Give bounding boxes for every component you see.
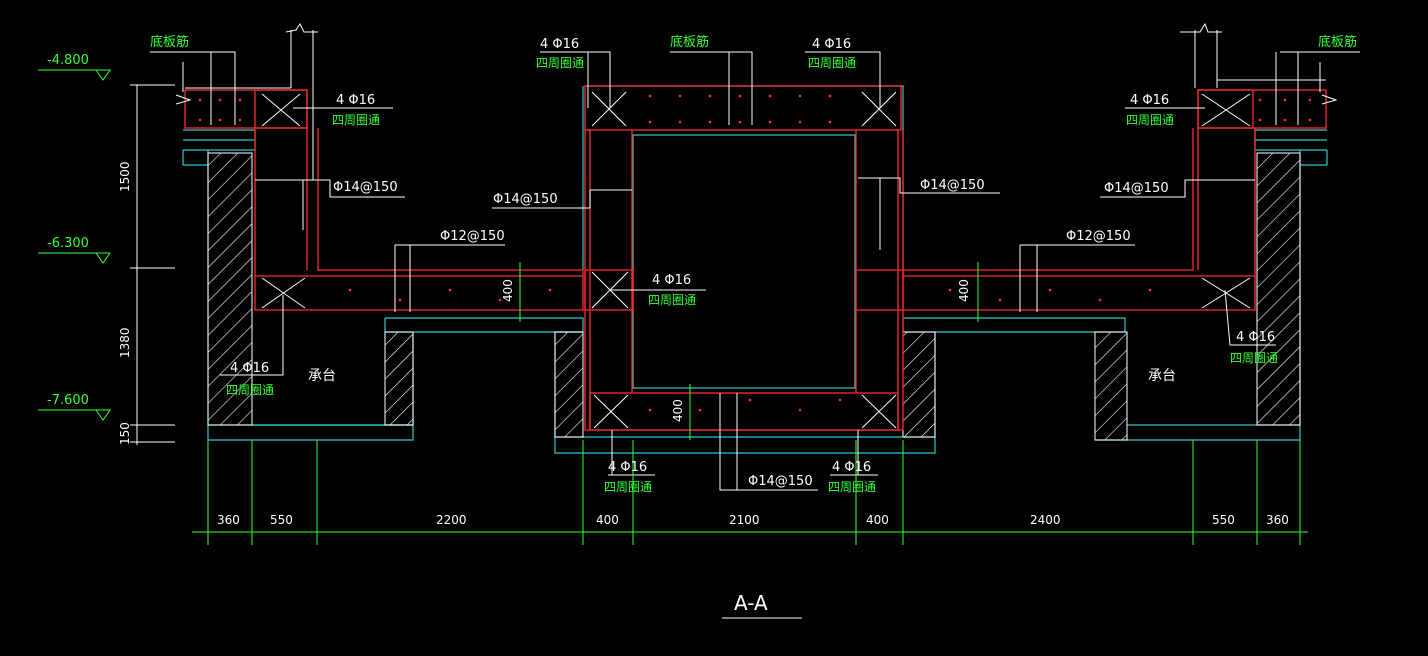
rebar-outlines [184,85,1327,431]
hdim-2400: 2400 [1030,513,1061,527]
label-bottom-bar-center: 底板筋 [670,34,709,50]
label-phi14-r: Φ14@150 [1104,181,1169,196]
label-phi14-cr: Φ14@150 [920,178,985,193]
hdim-360-right: 360 [1266,513,1289,527]
dim-400-bottom: 400 [671,399,685,422]
label-phi12-l: Φ12@150 [440,229,505,244]
label-around-rt: 四周圈通 [1126,113,1174,127]
section-title: A-A [734,591,768,615]
hdim-2100: 2100 [729,513,760,527]
right-pit-wall [902,331,936,438]
label-4phi16-bl: 4 Φ16 [608,460,647,475]
dim-400-left: 400 [501,279,515,302]
dim-400-right: 400 [957,279,971,302]
label-bottom-bar-right: 底板筋 [1318,34,1357,50]
hdim-400-left: 400 [596,513,619,527]
vdim-1380: 1380 [118,327,132,358]
left-step-wall [384,331,414,426]
label-around-c1: 四周圈通 [536,56,584,70]
label-bottom-bar-left: 底板筋 [150,34,189,50]
label-4phi16-c2: 4 Φ16 [812,37,851,52]
label-4phi16-lt: 4 Φ16 [336,93,375,108]
label-4phi16-br: 4 Φ16 [832,460,871,475]
label-phi14-l: Φ14@150 [333,180,398,195]
label-4phi16-ll: 4 Φ16 [230,361,269,376]
label-4phi16-cm: 4 Φ16 [652,273,691,288]
hdim-550-left: 550 [270,513,293,527]
label-4phi16-c1: 4 Φ16 [540,37,579,52]
right-outer-wall [1256,152,1301,426]
vdim-1500: 1500 [118,161,132,192]
label-4phi16-rt: 4 Φ16 [1130,93,1169,108]
label-around-ll: 四周圈通 [226,383,274,397]
label-around-bl: 四周圈通 [604,480,652,494]
left-pit-wall [554,331,584,438]
label-cap-right: 承台 [1148,368,1176,384]
label-phi14-cl: Φ14@150 [493,192,558,207]
elevation-bottom: -7.600 [47,393,89,408]
label-around-c2: 四周圈通 [808,56,856,70]
hatched-walls [207,152,1301,441]
elevation-top: -4.800 [47,53,89,68]
label-phi12-r: Φ12@150 [1066,229,1131,244]
label-around-cm: 四周圈通 [648,293,696,307]
label-4phi16-rl: 4 Φ16 [1236,330,1275,345]
hdim-400-right: 400 [866,513,889,527]
vdim-150: 150 [118,422,132,445]
hdim-2200: 2200 [436,513,467,527]
right-step-wall [1094,331,1128,441]
dimension-lines [38,69,1308,545]
label-phi14-b: Φ14@150 [748,474,813,489]
hdim-550-right: 550 [1212,513,1235,527]
leader-lines [130,22,1360,619]
label-around-rl: 四周圈通 [1230,351,1278,365]
hdim-360-left: 360 [217,513,240,527]
rebar-dots [198,94,1312,412]
label-around-lt: 四周圈通 [332,113,380,127]
label-around-br: 四周圈通 [828,480,876,494]
label-cap-left: 承台 [308,368,336,384]
elevation-mid: -6.300 [47,236,89,251]
left-outer-wall [207,152,253,426]
